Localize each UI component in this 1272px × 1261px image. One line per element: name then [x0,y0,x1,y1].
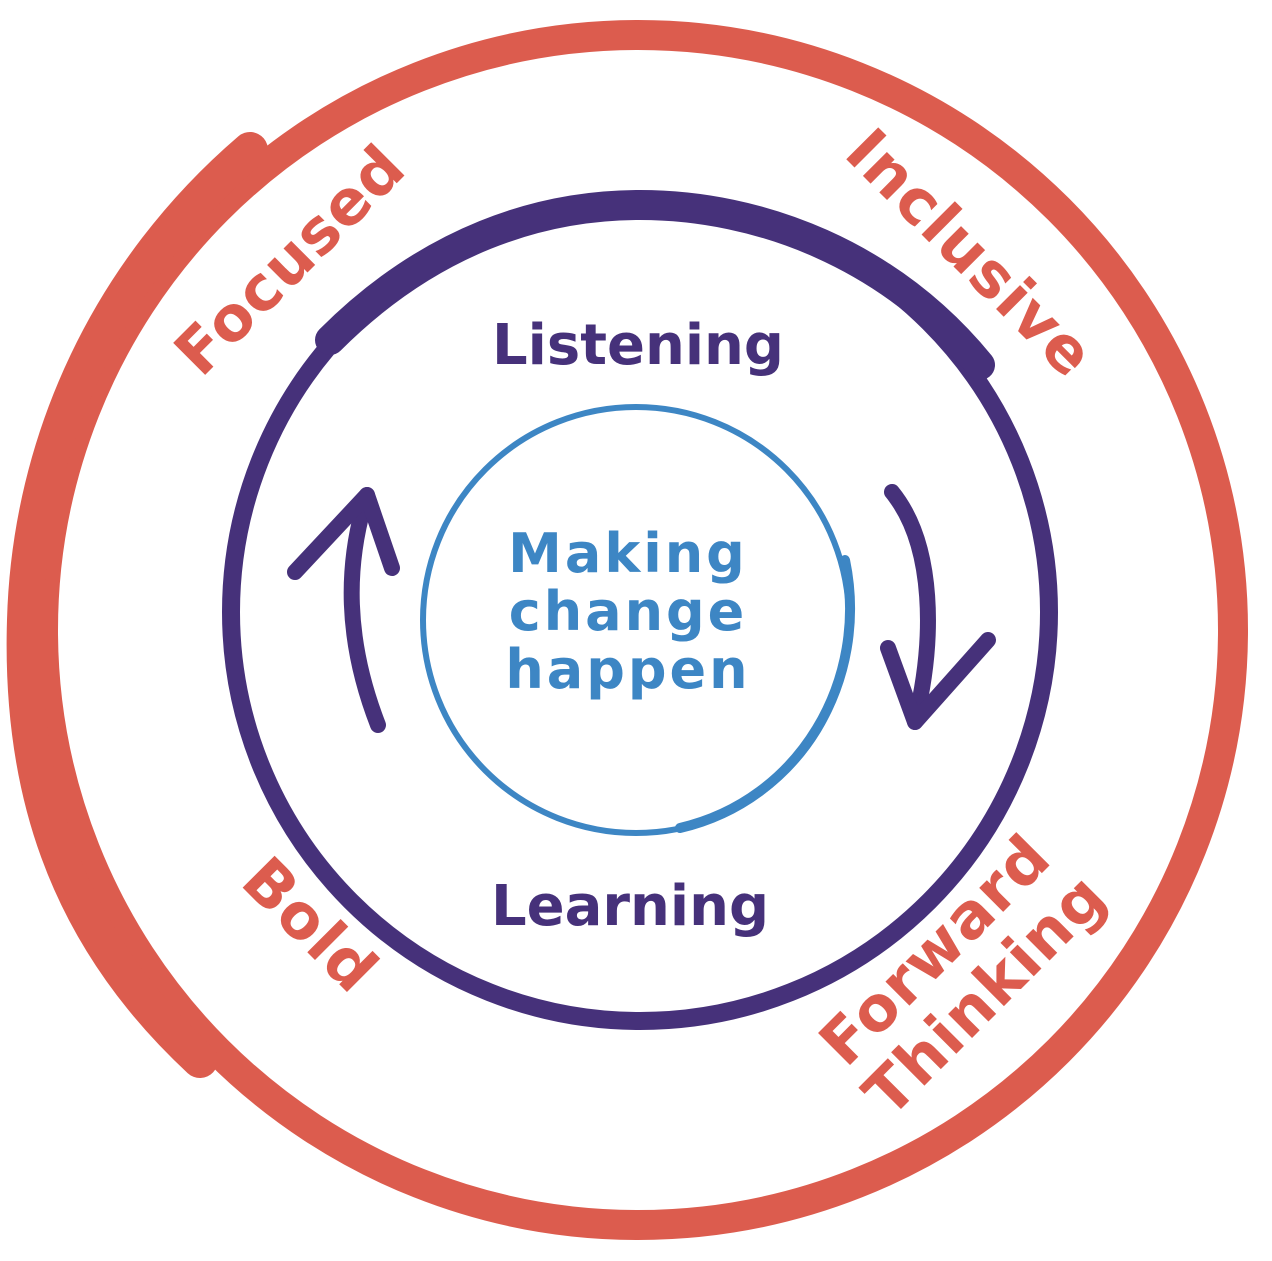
left-arrowhead [287,487,400,580]
cycle-label-top: Listening [492,313,784,378]
center-line-2: change [509,580,748,643]
center-line-1: Making [508,522,748,585]
cycle-label-bottom: Learning [491,874,769,939]
center-line-3: happen [505,638,750,701]
right-arrowhead [880,632,996,730]
inner-ring-thick-bottom-right [675,555,855,833]
right-cycle-arrow [884,484,936,730]
left-cycle-arrow [343,487,386,733]
value-focused: Focused [160,130,419,389]
outer-ring-thick-left [6,132,268,1078]
middle-ring-thick-top [315,189,995,380]
outer-ring [28,20,1248,1240]
